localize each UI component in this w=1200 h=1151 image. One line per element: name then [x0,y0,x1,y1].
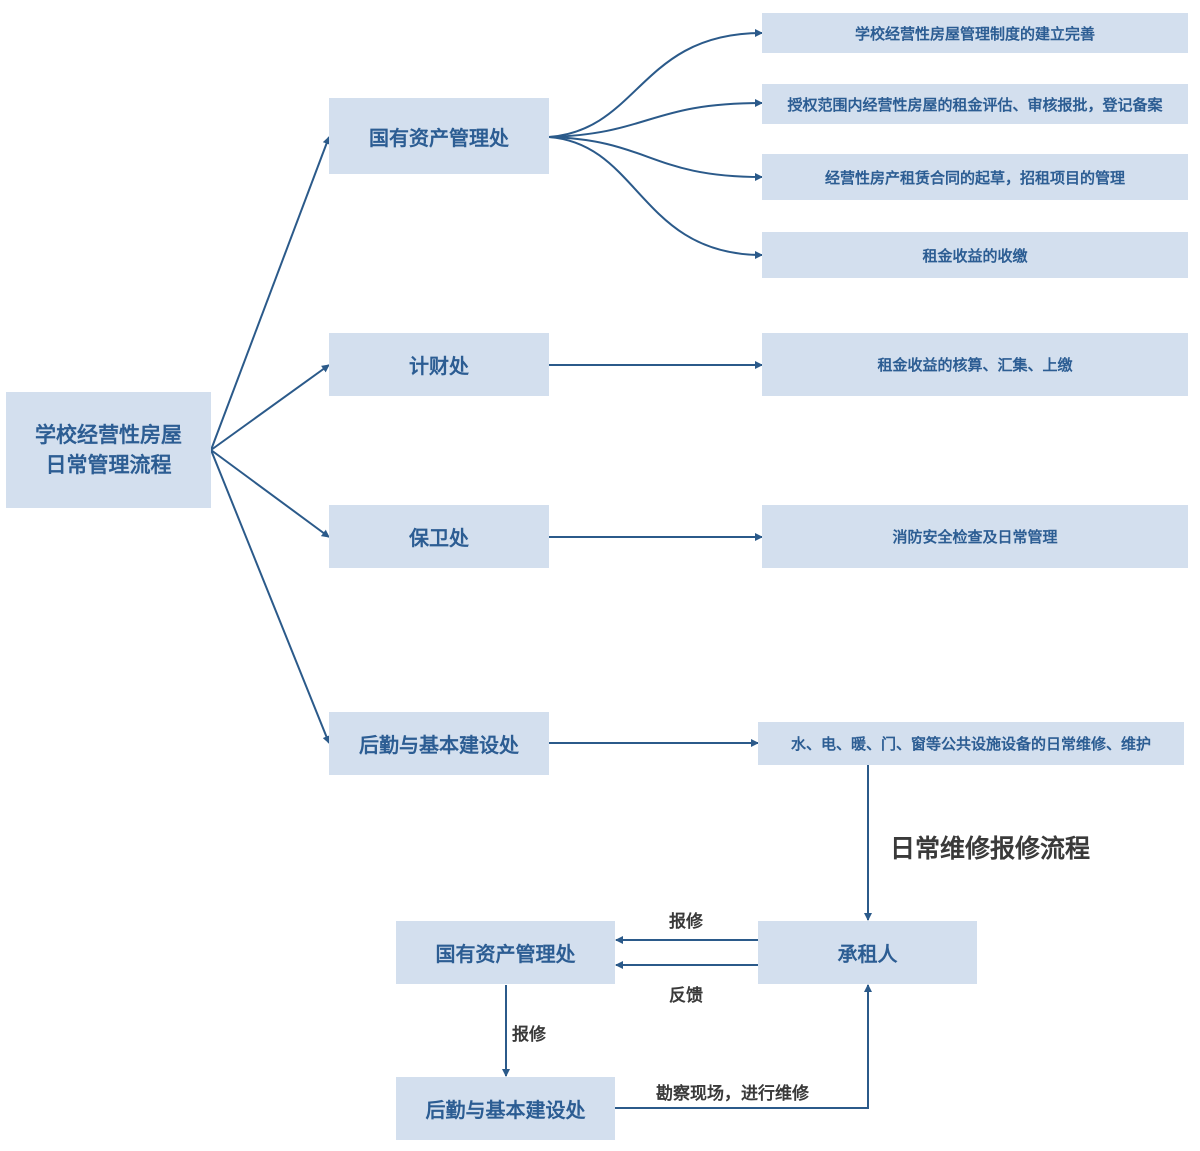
duty-item: 租金收益的核算、汇集、上缴 [762,333,1188,396]
dept-asset-office: 国有资产管理处 [329,98,549,174]
connector-logistics-tenant [615,984,872,1109]
dept-logistics: 后勤与基本建设处 [329,712,549,775]
connector-root-asset [210,136,331,451]
label-feedback: 反馈 [669,986,703,1006]
connector-asset-duty4 [548,136,763,259]
root-line1: 学校经营性房屋 [35,423,182,447]
label-report-to-logistics: 报修 [512,1025,546,1045]
duty-item: 授权范围内经营性房屋的租金评估、审核报批，登记备案 [762,84,1188,124]
root-line2: 日常管理流程 [45,453,172,477]
duty-item: 学校经营性房屋管理制度的建立完善 [762,13,1188,53]
flow-tenant: 承租人 [758,921,977,984]
label-report-to-office: 报修 [669,912,703,932]
connector-asset-duty1 [548,29,763,138]
flow-logistics: 后勤与基本建设处 [396,1077,615,1140]
dept-finance: 计财处 [329,333,549,396]
duty-item: 经营性房产租赁合同的起草，招租项目的管理 [762,154,1188,200]
connector-root-logistics [210,449,331,744]
connector-root-finance [210,364,330,451]
connector-asset-duty2 [548,99,763,138]
duty-item: 消防安全检查及日常管理 [762,505,1188,568]
connector-root-security [210,449,330,538]
duty-item: 水、电、暖、门、窗等公共设施设备的日常维修、维护 [758,722,1184,765]
connector-asset-duty3 [548,136,763,181]
dept-security: 保卫处 [329,505,549,568]
label-inspect-repair: 勘察现场，进行维修 [656,1084,809,1104]
duty-item: 租金收益的收缴 [762,232,1188,278]
repair-flow-title: 日常维修报修流程 [890,834,1091,863]
root-node: 学校经营性房屋 日常管理流程 [6,392,211,508]
flow-asset-office: 国有资产管理处 [396,921,615,984]
